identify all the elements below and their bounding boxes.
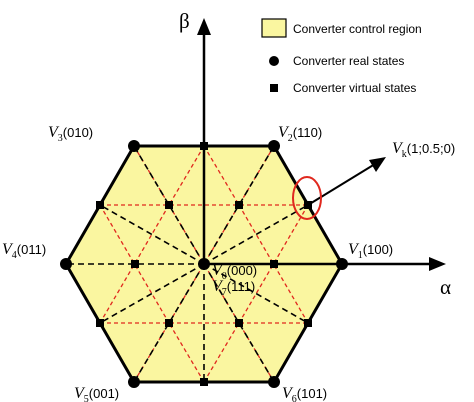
real-state-v2 [268, 140, 280, 152]
virtual-state [235, 201, 243, 209]
label-v1: V1(100) [348, 241, 393, 261]
beta-arrow-head [197, 18, 211, 35]
virtual-state [270, 260, 278, 268]
vk-vector [292, 157, 386, 220]
real-states [60, 140, 348, 388]
alpha-axis-label: α [440, 275, 451, 299]
vk-arrow-head [369, 157, 386, 172]
label-v5: V5(001) [74, 385, 119, 402]
real-state-v0 [198, 258, 210, 270]
real-state-v6 [268, 376, 280, 388]
real-state-v5 [128, 376, 140, 388]
label-v6: V6(101) [282, 385, 327, 402]
virtual-state [304, 319, 312, 327]
virtual-states [96, 142, 312, 386]
virtual-state [131, 260, 139, 268]
real-state-v4 [60, 258, 72, 270]
virtual-state [200, 142, 208, 150]
label-vk: Vk(1;0.5;0) [392, 140, 455, 160]
legend-virtual-label: Converter virtual states [293, 81, 416, 95]
real-state-v3 [128, 140, 140, 152]
virtual-state [200, 378, 208, 386]
virtual-state [235, 319, 243, 327]
virtual-state [165, 319, 173, 327]
legend-real-marker [269, 56, 279, 66]
real-state-v1 [336, 258, 348, 270]
label-v7: V7(111) [212, 278, 255, 298]
legend-real-label: Converter real states [293, 54, 404, 68]
label-v3: V3(010) [48, 124, 93, 144]
label-v0: V0(000) [212, 262, 257, 282]
vk-highlight-circle [292, 176, 322, 220]
virtual-state [165, 201, 173, 209]
legend-virtual-marker [270, 84, 278, 92]
legend: Converter control region Converter real … [261, 18, 422, 95]
label-v2: V2(110) [278, 124, 322, 144]
legend-region-label: Converter control region [293, 22, 422, 36]
beta-axis-label: β [179, 9, 190, 33]
virtual-state [304, 201, 312, 209]
alpha-arrow-head [429, 257, 446, 271]
legend-region-swatch [261, 18, 287, 38]
virtual-state [96, 319, 104, 327]
virtual-state [96, 201, 104, 209]
label-v4: V4(011) [2, 241, 46, 261]
